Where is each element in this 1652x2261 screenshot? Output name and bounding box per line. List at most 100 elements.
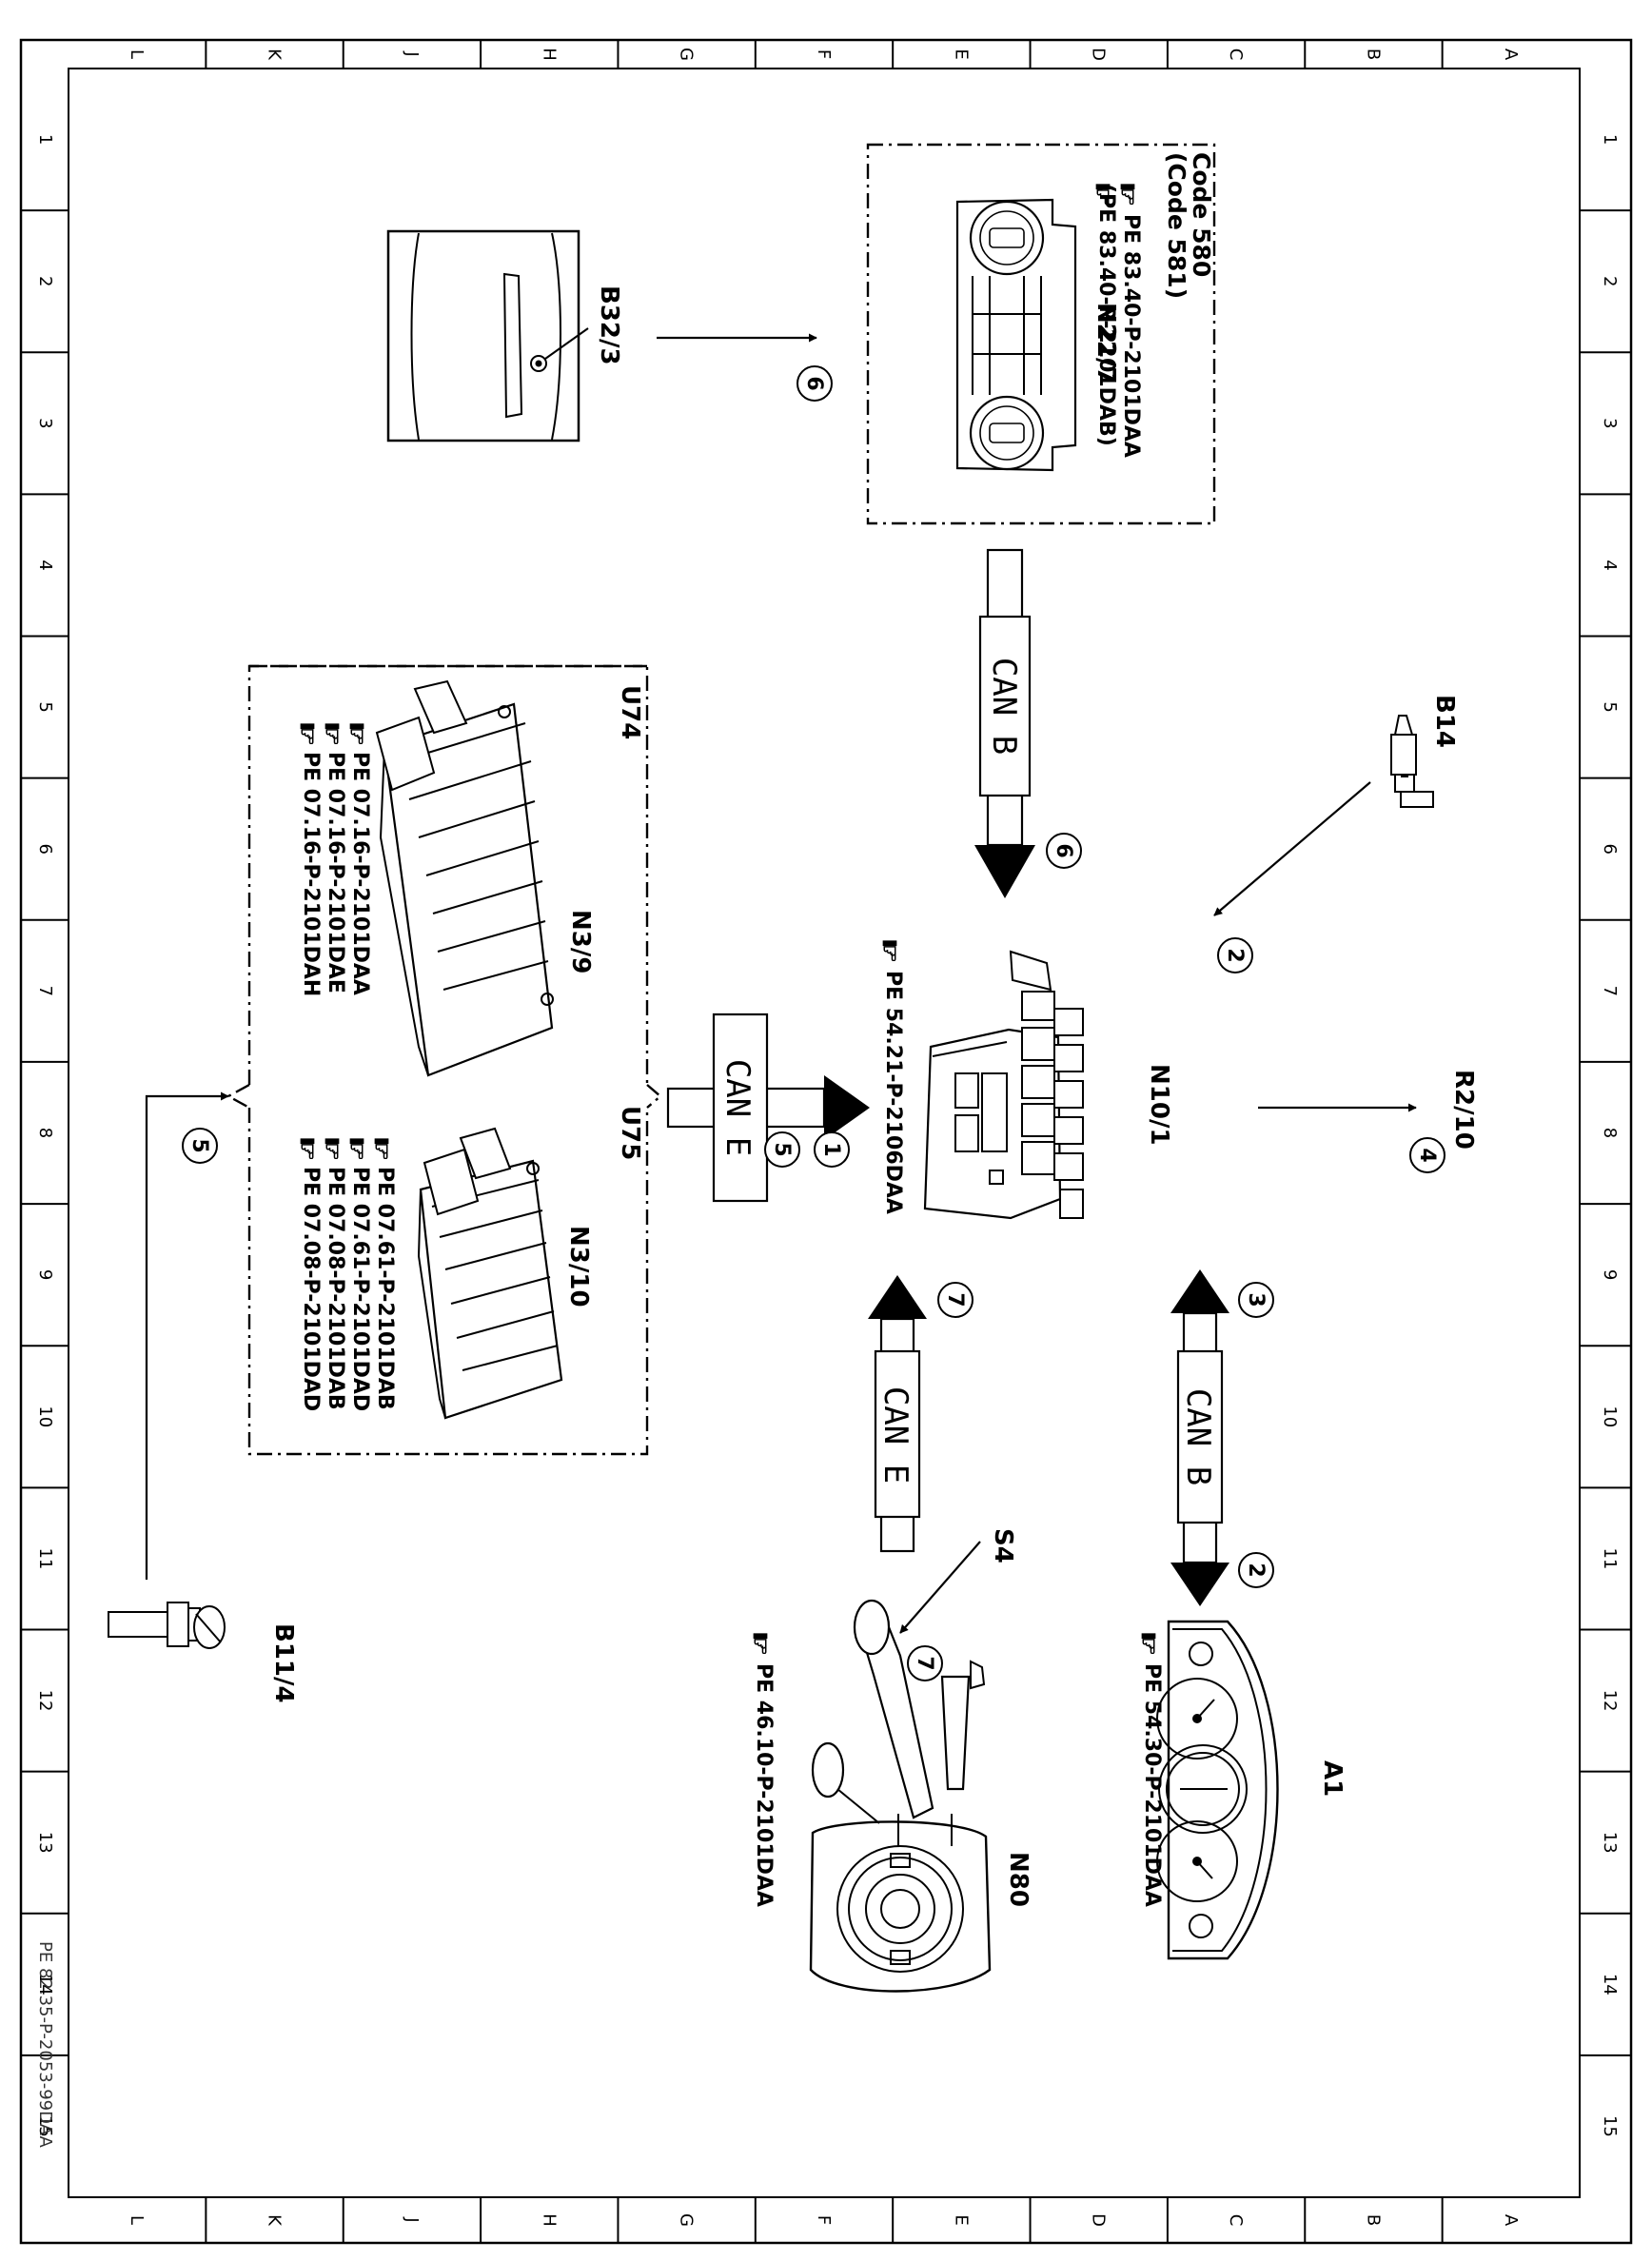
n80-component: N80 PE 46.10-P-2101DAA	[752, 1633, 1032, 1993]
b14-component: B14 2	[1213, 695, 1459, 973]
can-b-top-step-number: 6	[1052, 843, 1075, 857]
grid-column-label: E	[951, 2214, 971, 2225]
grid-row-label: 15	[1600, 2115, 1620, 2137]
n22-7-component: N22/7 Code 580 (Code 581) PE 83.40-P-210…	[866, 143, 1216, 525]
ecu-reference: PE 07.08-P-2101DAB	[324, 1167, 347, 1410]
b32-3-label: B32/3	[595, 285, 623, 365]
grid-row-label: 4	[35, 560, 55, 570]
n10-1-label: N10/1	[1145, 1064, 1173, 1146]
n22-7-ref-2: (PE 83.40-P-2101DAB)	[1094, 184, 1118, 446]
n10-1-component: N10/1 PE 54.21-P-2106DAA	[881, 940, 1173, 1220]
grid-column-label: B	[1363, 49, 1383, 60]
a1-center-gauge-icon	[1158, 1744, 1248, 1834]
grid-row-label: 14	[1600, 1974, 1620, 1996]
grid-row-label: 3	[1600, 418, 1620, 428]
grid-row-label: 9	[1600, 1269, 1620, 1280]
b14-step-number: 2	[1223, 948, 1247, 962]
grid-column-label: L	[127, 49, 147, 59]
grid-row-label: 12	[35, 1690, 55, 1712]
grid-column-label: D	[1089, 2213, 1109, 2227]
b32-to-n22-arrow: 6	[657, 333, 833, 402]
a1-component: A1 PE 54.30-P-2101DAA	[1140, 1620, 1347, 1960]
ecu-reference: PE 07.16-P-2101DAH	[299, 752, 323, 996]
can-e-bottom-label: CAN E	[876, 1386, 914, 1484]
n22-7-ref-1: PE 83.40-P-2101DAA	[1119, 214, 1143, 458]
grid-row-label: 1	[35, 134, 55, 145]
n3-9-label: N3/9	[566, 910, 595, 973]
can-b-right-label: CAN B	[1179, 1388, 1217, 1485]
grid-column-label: F	[814, 2215, 834, 2225]
ecu-reference: PE 07.16-P-2101DAA	[348, 752, 372, 995]
grid-column-label: H	[539, 48, 559, 61]
grid-row-label: 12	[1600, 1690, 1620, 1712]
grid-column-label: D	[1089, 48, 1109, 61]
document-id: PE 82.35-P-2053-99DAA	[35, 1941, 55, 2148]
grid-row-label: 13	[1600, 1832, 1620, 1854]
grid-column-label: G	[677, 2213, 697, 2227]
r2-10-label: R2/10	[1449, 1070, 1478, 1150]
grid-column-label: E	[951, 49, 971, 59]
grid-column-label: J	[402, 2216, 422, 2222]
can-b-top-label: CAN B	[985, 658, 1023, 755]
grid-row-label: 5	[1600, 701, 1620, 712]
n22-7-code-580: Code 580	[1188, 152, 1215, 277]
s4-component: S4 7	[811, 1528, 1017, 1824]
grid-row-label: 6	[1600, 844, 1620, 855]
n22-7-knob-top-icon	[969, 200, 1045, 276]
grid-column-label: A	[1501, 49, 1521, 61]
can-b-right-step-3: 3	[1244, 1292, 1268, 1307]
grid-row-label: 5	[35, 701, 55, 712]
b14-label: B14	[1430, 695, 1459, 748]
n3-10-label: N3/10	[564, 1226, 593, 1307]
n80-steering-lock-icon	[836, 1845, 964, 1973]
b11-4-component: 5 B11/4	[108, 1091, 298, 1703]
n80-ref: PE 46.10-P-2101DAA	[752, 1663, 776, 1907]
grid-column-label: C	[1226, 2214, 1246, 2227]
a1-left-gauge-icon	[1156, 1678, 1238, 1760]
grid-row-label: 3	[35, 418, 55, 428]
drawing-frame	[19, 38, 1633, 2245]
ecu-reference: PE 07.08-P-2101DAD	[299, 1167, 323, 1411]
grid-row-label: 6	[35, 844, 55, 855]
a1-right-gauge-icon	[1156, 1820, 1238, 1902]
grid-column-label: C	[1226, 49, 1246, 61]
n22-7-knob-bottom-icon	[969, 395, 1045, 471]
grid-column-label: K	[265, 2214, 285, 2227]
u75-label: U75	[616, 1106, 644, 1160]
can-e-bottom-step-number: 7	[943, 1292, 967, 1307]
b11-4-label: B11/4	[269, 1623, 298, 1703]
grid-row-label: 1	[1600, 134, 1620, 145]
b32-3-component: B32/3	[386, 229, 623, 442]
s4-step-number: 7	[913, 1656, 936, 1670]
grid-row-label: 10	[1600, 1406, 1620, 1427]
grid-row-label: 15	[35, 2115, 55, 2137]
r2-10-step-number: 4	[1415, 1148, 1439, 1162]
r2-10-output: R2/10 4	[1258, 1070, 1478, 1173]
grid-row-label: 14	[35, 1974, 55, 1996]
grid-row-label: 2	[1600, 276, 1620, 286]
grid-column-label: A	[1501, 2214, 1521, 2227]
can-b-right-bus: CAN B 3 2	[1170, 1269, 1274, 1606]
grid-column-label: J	[402, 50, 422, 56]
grid-row-label: 11	[35, 1547, 55, 1569]
grid-row-label: 2	[35, 276, 55, 286]
a1-label: A1	[1318, 1760, 1347, 1797]
b11-4-step-number: 5	[187, 1138, 211, 1152]
n80-label: N80	[1004, 1852, 1032, 1907]
grid-row-label: 13	[35, 1832, 55, 1854]
grid-row-label: 10	[35, 1406, 55, 1427]
grid-row-label: 8	[35, 1128, 55, 1138]
can-e-left-step-1: 1	[819, 1142, 843, 1156]
grid-column-label: L	[127, 2215, 147, 2225]
n22-7-code-581: (Code 581)	[1163, 152, 1190, 299]
can-b-top-bus: CAN B 6	[974, 548, 1082, 898]
grid-row-label: 7	[1600, 986, 1620, 996]
grid-column-label: G	[677, 48, 697, 61]
grid-row-label: 7	[35, 986, 55, 996]
grid-column-label: F	[814, 49, 834, 59]
